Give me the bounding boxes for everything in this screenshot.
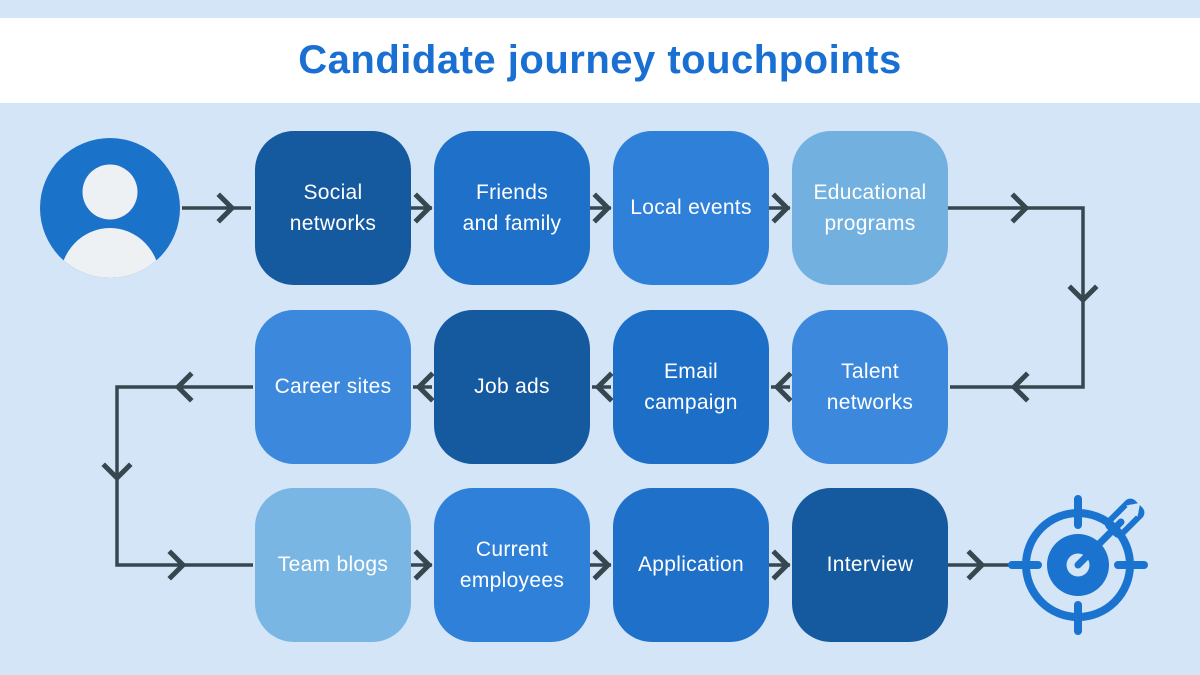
touchpoint-box-career-sites: Career sites: [255, 310, 411, 464]
touchpoint-box-educational-programs: Educational programs: [792, 131, 948, 285]
touchpoint-box-interview: Interview: [792, 488, 948, 642]
target-icon: [1008, 495, 1148, 635]
page-title: Candidate journey touchpoints: [298, 38, 902, 82]
touchpoint-box-email-campaign: Email campaign: [613, 310, 769, 464]
touchpoint-box-current-employees: Current employees: [434, 488, 590, 642]
touchpoint-box-talent-networks: Talent networks: [792, 310, 948, 464]
touchpoint-box-social-networks: Social networks: [255, 131, 411, 285]
header-band: Candidate journey touchpoints: [0, 18, 1200, 103]
journey-goal: [1008, 495, 1148, 635]
touchpoint-box-local-events: Local events: [613, 131, 769, 285]
candidate-avatar: [40, 138, 180, 278]
person-icon: [40, 138, 180, 278]
touchpoint-box-team-blogs: Team blogs: [255, 488, 411, 642]
touchpoint-box-friends-and-family: Friends and family: [434, 131, 590, 285]
touchpoint-box-application: Application: [613, 488, 769, 642]
touchpoint-box-job-ads: Job ads: [434, 310, 590, 464]
